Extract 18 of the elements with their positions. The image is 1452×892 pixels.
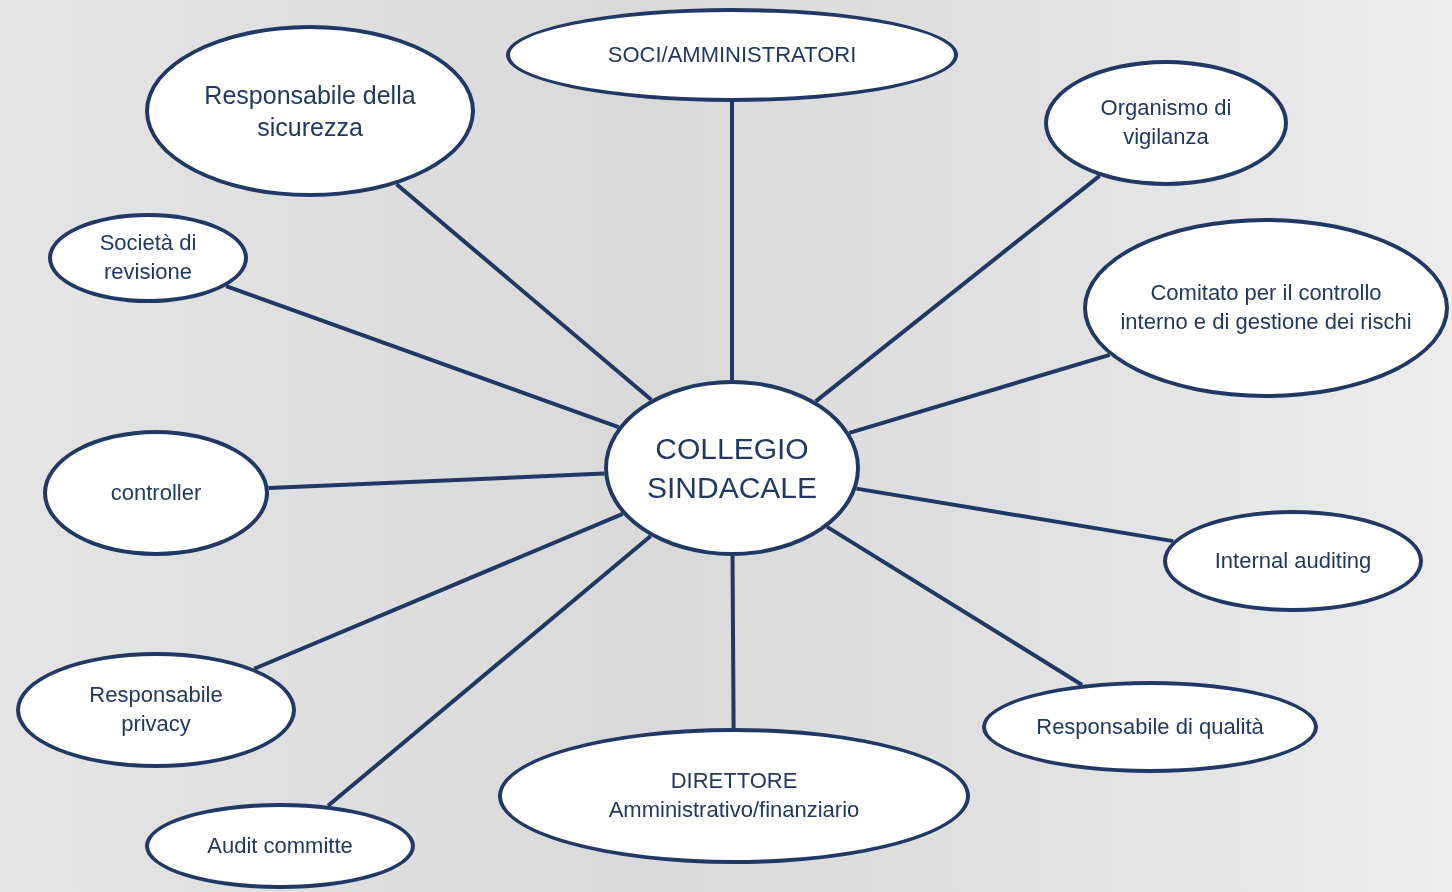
node-label: Responsabile privacy <box>88 681 224 738</box>
node-label: SOCI/AMMINISTRATORI <box>606 40 858 69</box>
connector-line <box>395 182 653 402</box>
connector-line <box>730 556 736 728</box>
node-label: Comitato per il controllo interno e di gestione dei rischi <box>1119 279 1413 336</box>
node-label: Organismo di vigilanza <box>1099 94 1233 151</box>
node-label: DIRETTORE Amministrativo/finanziario <box>607 767 861 824</box>
node-label: Responsabile di qualità <box>1035 712 1265 741</box>
node-label: Audit committe <box>206 831 354 860</box>
connector-line <box>814 174 1101 403</box>
node-label: COLLEGIO SINDACALE <box>645 431 819 506</box>
node-label: Società di revisione <box>98 229 198 286</box>
connector-line <box>268 471 605 491</box>
connector-line <box>730 102 734 380</box>
node-label: Responsabile della sicurezza <box>203 79 417 143</box>
node-label: controller <box>109 478 203 507</box>
node-label: Internal auditing <box>1213 546 1373 575</box>
connector-line <box>856 486 1174 544</box>
